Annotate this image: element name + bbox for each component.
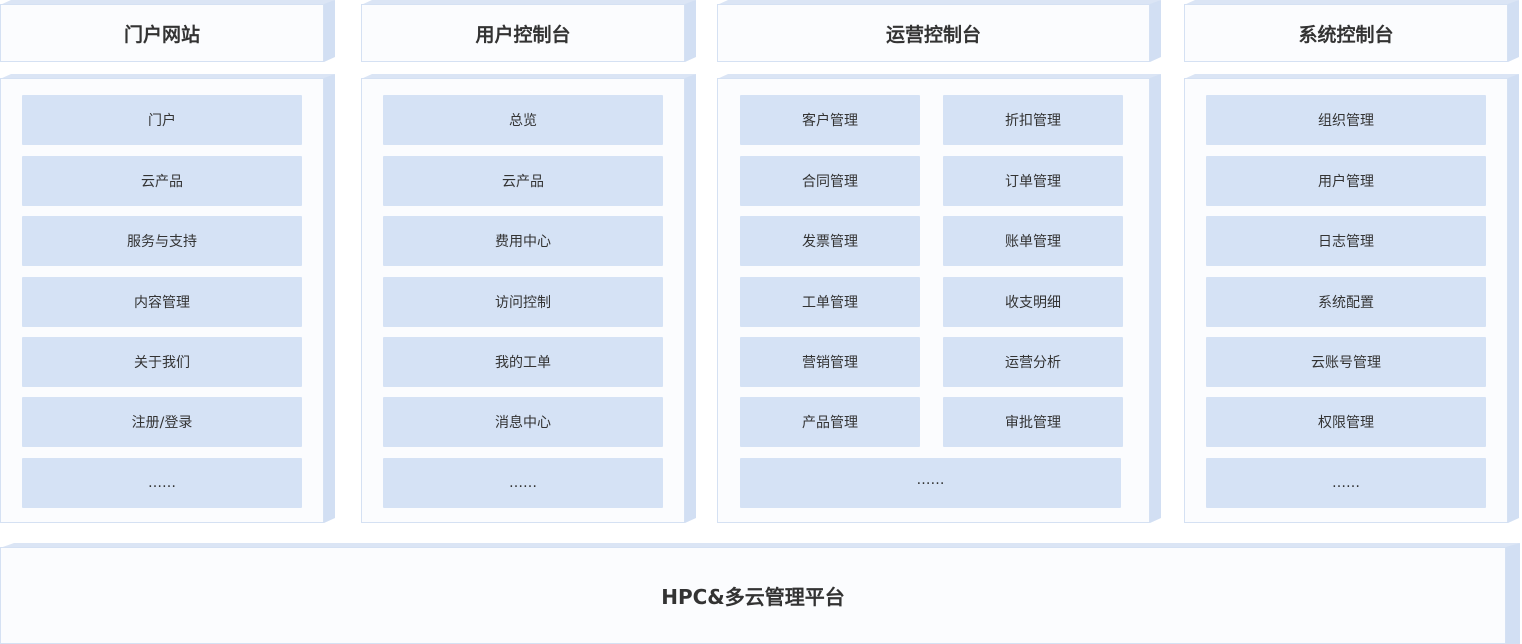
module-item: 营销管理 xyxy=(740,337,920,387)
module-item: 账单管理 xyxy=(943,216,1123,266)
header-portal: 门户网站 xyxy=(0,0,335,62)
module-item: 系统配置 xyxy=(1206,277,1486,327)
module-item: 折扣管理 xyxy=(943,95,1123,145)
module-item: 权限管理 xyxy=(1206,397,1486,447)
header-title: 运营控制台 xyxy=(885,23,981,46)
module-item-more: …… xyxy=(1206,458,1486,508)
module-item: 客户管理 xyxy=(740,95,920,145)
platform-title: HPC&多云管理平台 xyxy=(661,585,845,609)
module-item: 云产品 xyxy=(22,156,302,206)
header-title: 用户控制台 xyxy=(475,23,571,46)
module-item: 注册/登录 xyxy=(22,397,302,447)
module-item: 订单管理 xyxy=(943,156,1123,206)
module-item: 组织管理 xyxy=(1206,95,1486,145)
panel-user-console: 总览 云产品 费用中心 访问控制 我的工单 消息中心 …… xyxy=(361,74,696,523)
panel-ops-console: 客户管理 合同管理 发票管理 工单管理 营销管理 产品管理 折扣管理 订单管理 … xyxy=(717,74,1161,523)
header-system-console: 系统控制台 xyxy=(1184,0,1519,62)
module-item: 云产品 xyxy=(383,156,663,206)
module-item: 我的工单 xyxy=(383,337,663,387)
module-item: 工单管理 xyxy=(740,277,920,327)
header-ops-console: 运营控制台 xyxy=(717,0,1161,62)
panel-portal: 门户 云产品 服务与支持 内容管理 关于我们 注册/登录 …… xyxy=(0,74,335,523)
module-item: 门户 xyxy=(22,95,302,145)
module-item-more: …… xyxy=(740,458,1121,508)
module-item: 审批管理 xyxy=(943,397,1123,447)
platform-base: HPC&多云管理平台 xyxy=(0,543,1520,644)
module-item: 合同管理 xyxy=(740,156,920,206)
module-item: 运营分析 xyxy=(943,337,1123,387)
module-item: 访问控制 xyxy=(383,277,663,327)
module-item: 产品管理 xyxy=(740,397,920,447)
module-item-more: …… xyxy=(383,458,663,508)
module-item: 服务与支持 xyxy=(22,216,302,266)
module-item: 日志管理 xyxy=(1206,216,1486,266)
header-user-console: 用户控制台 xyxy=(361,0,696,62)
module-item: 收支明细 xyxy=(943,277,1123,327)
module-item: 用户管理 xyxy=(1206,156,1486,206)
module-item: 发票管理 xyxy=(740,216,920,266)
header-title: 门户网站 xyxy=(123,23,200,46)
panel-system-console: 组织管理 用户管理 日志管理 系统配置 云账号管理 权限管理 …… xyxy=(1184,74,1519,523)
module-item: 内容管理 xyxy=(22,277,302,327)
header-title: 系统控制台 xyxy=(1298,23,1394,46)
module-item: 消息中心 xyxy=(383,397,663,447)
module-item: 费用中心 xyxy=(383,216,663,266)
module-item: 总览 xyxy=(383,95,663,145)
module-item-more: …… xyxy=(22,458,302,508)
module-item: 云账号管理 xyxy=(1206,337,1486,387)
module-item: 关于我们 xyxy=(22,337,302,387)
